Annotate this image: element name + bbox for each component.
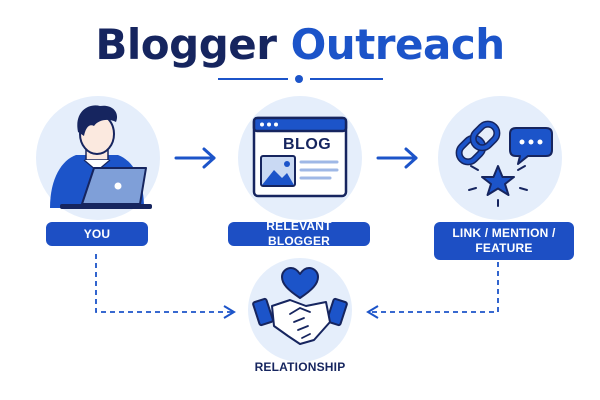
- link-label-line2: FEATURE: [475, 241, 533, 255]
- title-word-outreach: Outreach: [290, 20, 506, 69]
- dashed-connector-you: [95, 254, 232, 313]
- link-label-line1: LINK / MENTION /: [452, 226, 556, 240]
- you-label: YOU: [46, 222, 148, 246]
- dashed-connector-link: [370, 262, 499, 313]
- title-underline-dot: [295, 75, 303, 83]
- arrow-head: [223, 305, 236, 319]
- relationship-label: RELATIONSHIP: [254, 360, 346, 374]
- blog-screen-text: BLOG: [283, 136, 332, 153]
- arrow-head: [366, 305, 379, 319]
- arrow-right-icon: [174, 147, 216, 169]
- relevant-blogger-label: RELEVANT BLOGGER: [228, 219, 370, 248]
- title-underline-right: [310, 78, 383, 80]
- title-word-blogger: Blogger: [95, 20, 277, 69]
- relevant-blogger-label-text: RELEVANT BLOGGER: [266, 219, 332, 248]
- link-mention-feature-label: LINK / MENTION / FEATURE: [434, 222, 574, 260]
- arrow-right-icon: [376, 147, 418, 169]
- page-title: Blogger Outreach: [0, 18, 600, 72]
- title-underline-left: [218, 78, 288, 80]
